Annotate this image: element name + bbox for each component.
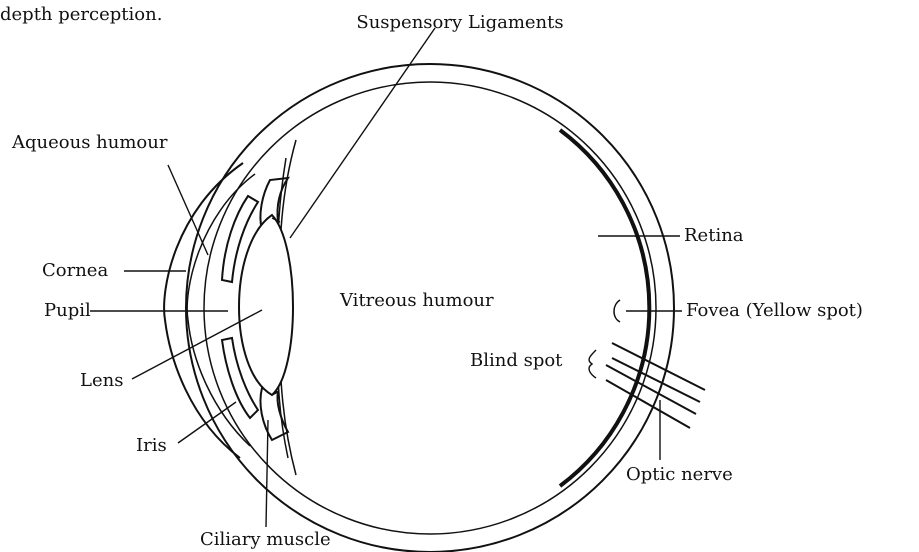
label-cornea: Cornea xyxy=(42,260,108,281)
label-lens: Lens xyxy=(80,370,123,391)
header-text-fragment: depth perception. xyxy=(0,4,162,25)
label-suspensory-ligaments: Suspensory Ligaments xyxy=(356,12,563,33)
labels: Suspensory Ligaments Aqueous humour Corn… xyxy=(11,12,863,550)
label-pupil: Pupil xyxy=(44,300,91,321)
fovea-dip xyxy=(614,300,620,322)
lens xyxy=(239,215,293,395)
retina-layer xyxy=(560,130,649,486)
label-iris: Iris xyxy=(136,435,167,456)
label-ciliary-muscle: Ciliary muscle xyxy=(200,529,331,550)
leader-blind-spot xyxy=(589,350,596,378)
leader-suspensory xyxy=(290,28,435,238)
label-aqueous-humour: Aqueous humour xyxy=(11,132,168,153)
label-retina: Retina xyxy=(684,225,744,246)
label-optic-nerve: Optic nerve xyxy=(626,464,733,485)
leader-aqueous xyxy=(168,165,208,255)
label-vitreous-humour: Vitreous humour xyxy=(339,290,494,311)
leader-ciliary xyxy=(266,420,268,527)
label-blind-spot: Blind spot xyxy=(470,350,563,371)
leader-lines xyxy=(90,28,682,527)
label-fovea: Fovea (Yellow spot) xyxy=(686,300,863,321)
